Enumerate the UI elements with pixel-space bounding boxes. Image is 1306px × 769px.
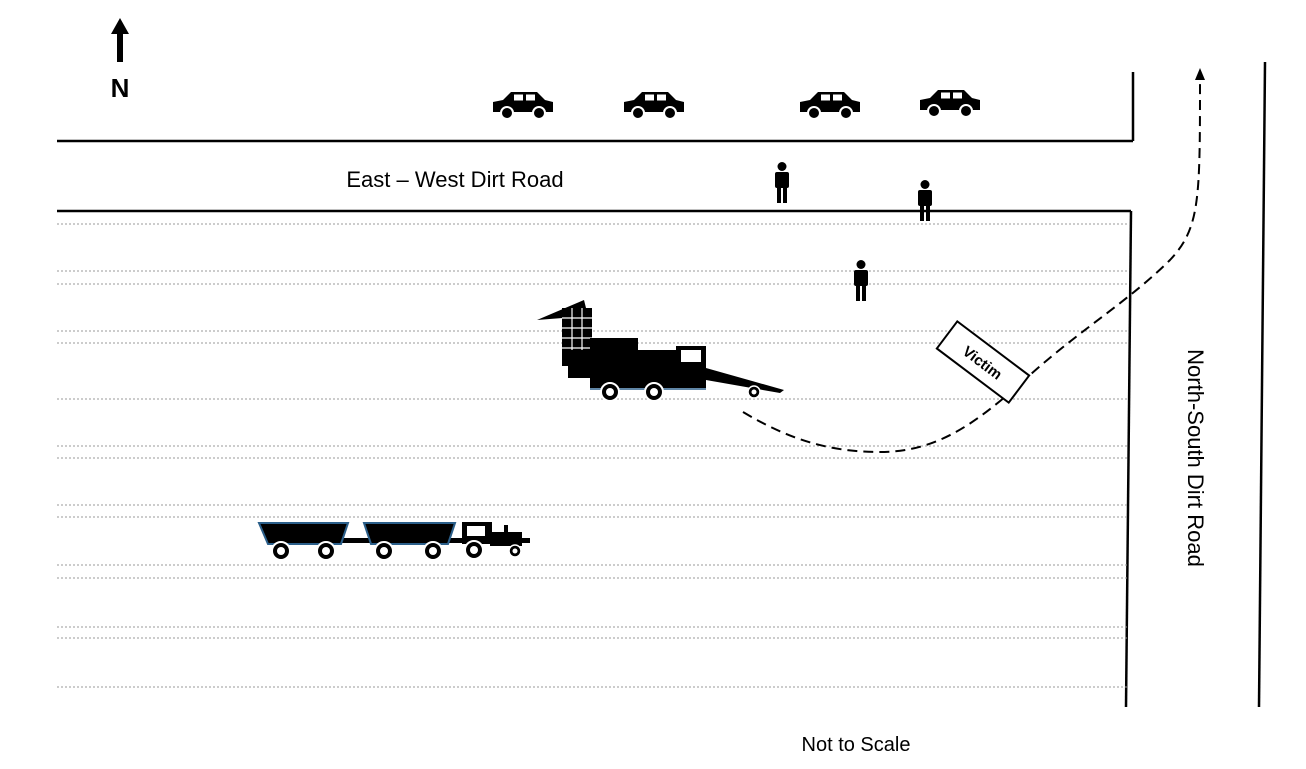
person-icon [854, 260, 868, 301]
car-icon [920, 90, 980, 118]
victim-marker: Victim [935, 319, 1031, 405]
person-icon [775, 162, 789, 203]
north-south-road-label: North-South Dirt Road [1183, 349, 1208, 567]
car-icon [800, 92, 860, 120]
wagon-icon [257, 522, 350, 545]
road-edges [57, 61, 1267, 708]
field-rows [57, 223, 1128, 688]
east-west-road-label: East – West Dirt Road [346, 167, 563, 192]
north-arrow-icon [111, 18, 129, 62]
tractor-wagon-train [257, 522, 530, 561]
car-icon [624, 92, 684, 120]
car-icon [493, 92, 553, 120]
wagon-icon [362, 522, 457, 545]
harvester-icon [537, 300, 784, 402]
scale-note: Not to Scale [802, 734, 911, 756]
person-icon [918, 180, 932, 221]
north-label: N [111, 73, 130, 103]
path-arrowhead [1195, 68, 1205, 80]
tractor-icon [462, 522, 522, 546]
